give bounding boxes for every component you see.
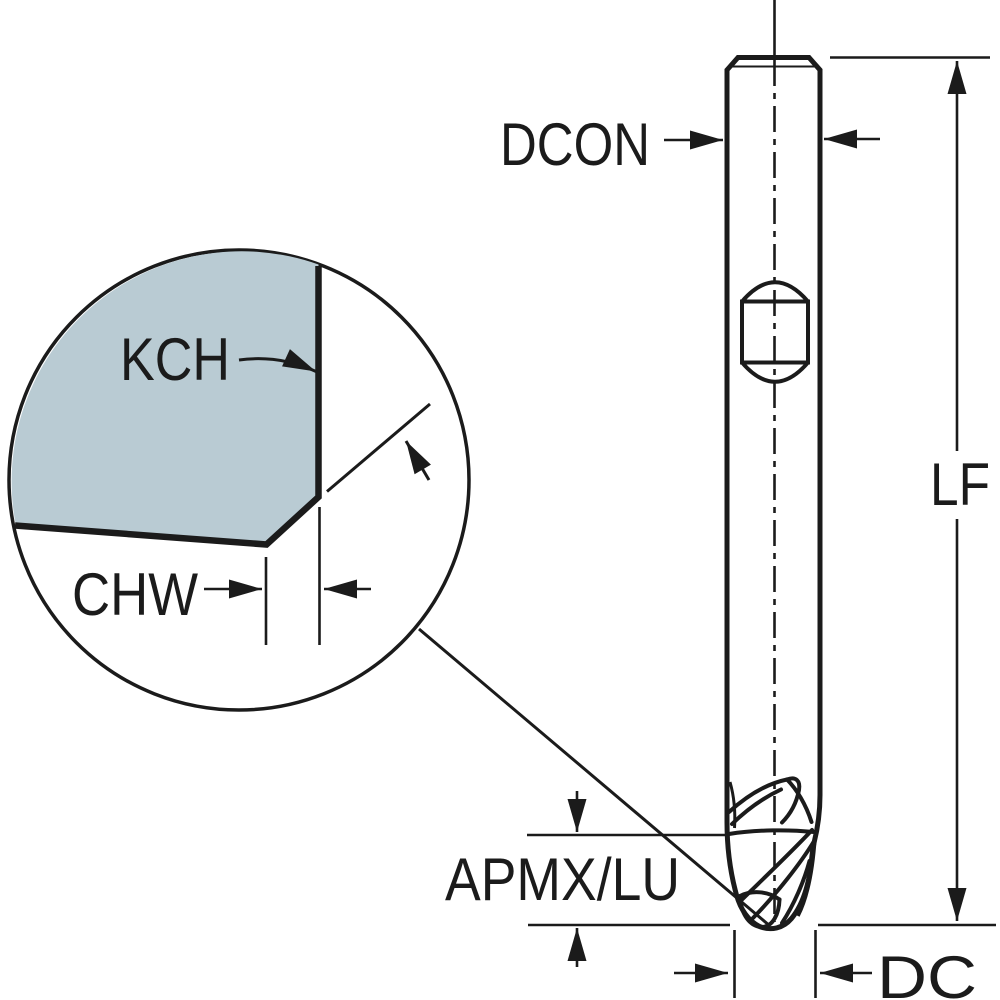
detail-tool-material <box>11 251 319 546</box>
tip-gash-cup <box>738 894 782 930</box>
flute-curve <box>727 777 789 814</box>
flute-curve <box>727 828 816 836</box>
chw-dimension: CHW <box>72 507 371 645</box>
clamping-arc-bottom <box>740 361 810 384</box>
kch-angle-arrow <box>404 440 431 481</box>
main-view <box>724 0 823 932</box>
kch-leader <box>238 349 317 373</box>
detail-corner-edges <box>14 266 322 548</box>
flute-curve <box>780 776 802 825</box>
flute-curves <box>727 776 817 930</box>
detail-circle <box>7 248 471 712</box>
flute-relief-right <box>796 837 817 917</box>
flute-curve <box>785 777 814 824</box>
flute-curve <box>730 787 783 826</box>
clamping-flat <box>740 299 810 365</box>
dc-label: DC <box>877 944 977 1000</box>
kch-label: KCH <box>120 326 230 393</box>
chamfer-extension-line <box>326 402 431 493</box>
lf-label: LF <box>930 451 990 518</box>
chw-label: CHW <box>72 561 198 628</box>
dcon-label: DCON <box>500 111 650 178</box>
apmx-label: APMX/LU <box>445 846 680 913</box>
flute-helix-edge <box>780 859 812 925</box>
detail-leader-line <box>418 627 771 928</box>
flute-relief-left <box>728 781 737 829</box>
clamping-arc-top <box>740 280 810 303</box>
tip-gash-top <box>738 890 782 902</box>
apmx-dimension: APMX/LU <box>445 791 726 967</box>
flute-helix-edge <box>751 840 816 920</box>
dimensions: DCON LF APMX/LU DC <box>445 56 996 1000</box>
detail-view: KCH CHW <box>7 248 771 928</box>
lf-dimension: LF <box>528 56 996 927</box>
dcon-dimension: DCON <box>500 111 880 178</box>
clamping-feature <box>740 280 810 384</box>
tool-body <box>724 55 823 932</box>
dc-dimension: DC <box>674 930 977 1000</box>
kch-dimension: KCH <box>120 326 317 393</box>
